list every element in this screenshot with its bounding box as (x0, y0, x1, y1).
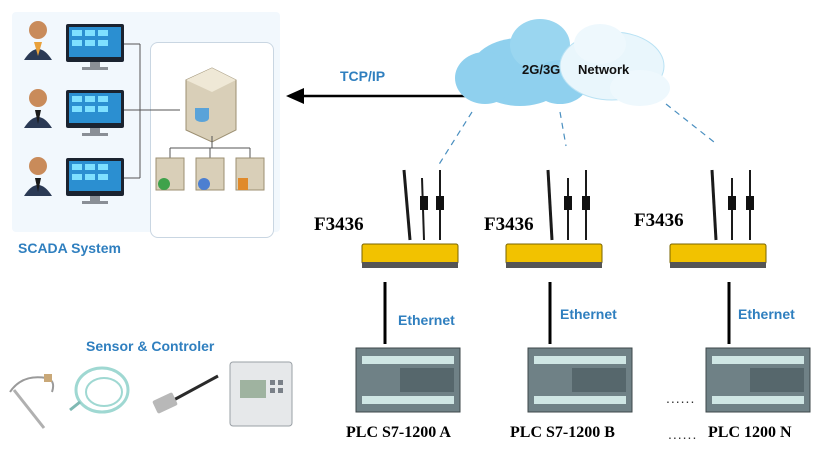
scada-connectors (124, 43, 180, 179)
tcpip-label: TCP/IP (340, 68, 386, 84)
controller-module-icon (229, 361, 293, 427)
tcpip-arrow (286, 88, 468, 104)
cloud-label-2g3g: 2G/3G (522, 62, 561, 77)
wireless-links (437, 103, 715, 167)
cloud-label-network: Network (578, 62, 630, 77)
operator-1-icon (24, 21, 52, 60)
router-2-icon (505, 169, 603, 268)
router-1-label: F3436 (314, 214, 364, 235)
scada-label: SCADA System (18, 240, 121, 256)
plc-b-icon (527, 347, 633, 413)
ellipsis-mid: ...... (666, 390, 696, 406)
pressure-sensor-icon (152, 374, 219, 414)
ethernet-label-1: Ethernet (398, 312, 455, 328)
cable-coil-icon (69, 366, 130, 414)
monitor-1-icon (66, 24, 124, 70)
monitor-3-icon (66, 158, 124, 204)
ethernet-cables (383, 282, 731, 344)
ellipsis-low: ...... (668, 426, 698, 442)
router-3-label: F3436 (634, 210, 684, 231)
plc-b-label: PLC S7-1200 B (510, 424, 615, 441)
temperature-probe-icon (9, 374, 55, 429)
plc-a-label: PLC S7-1200 A (346, 424, 451, 441)
monitor-2-icon (66, 90, 124, 136)
ethernet-label-3: Ethernet (738, 306, 795, 322)
main-server-icon (185, 67, 237, 143)
sub-server-3-icon (235, 157, 265, 191)
sensor-controller-label: Sensor & Controler (86, 338, 215, 354)
operator-3-icon (24, 157, 52, 196)
server-tree-lines (169, 136, 251, 158)
router-2-label: F3436 (484, 214, 534, 235)
plc-n-icon (705, 347, 811, 413)
sub-server-1-icon (155, 157, 185, 191)
plc-n-label: PLC 1200 N (708, 424, 792, 441)
router-1-icon (361, 169, 459, 268)
cloud-icon (455, 19, 670, 106)
ethernet-label-2: Ethernet (560, 306, 617, 322)
router-3-icon (669, 169, 767, 268)
sub-server-2-icon (195, 157, 225, 191)
operator-2-icon (24, 89, 52, 128)
plc-a-icon (355, 347, 461, 413)
